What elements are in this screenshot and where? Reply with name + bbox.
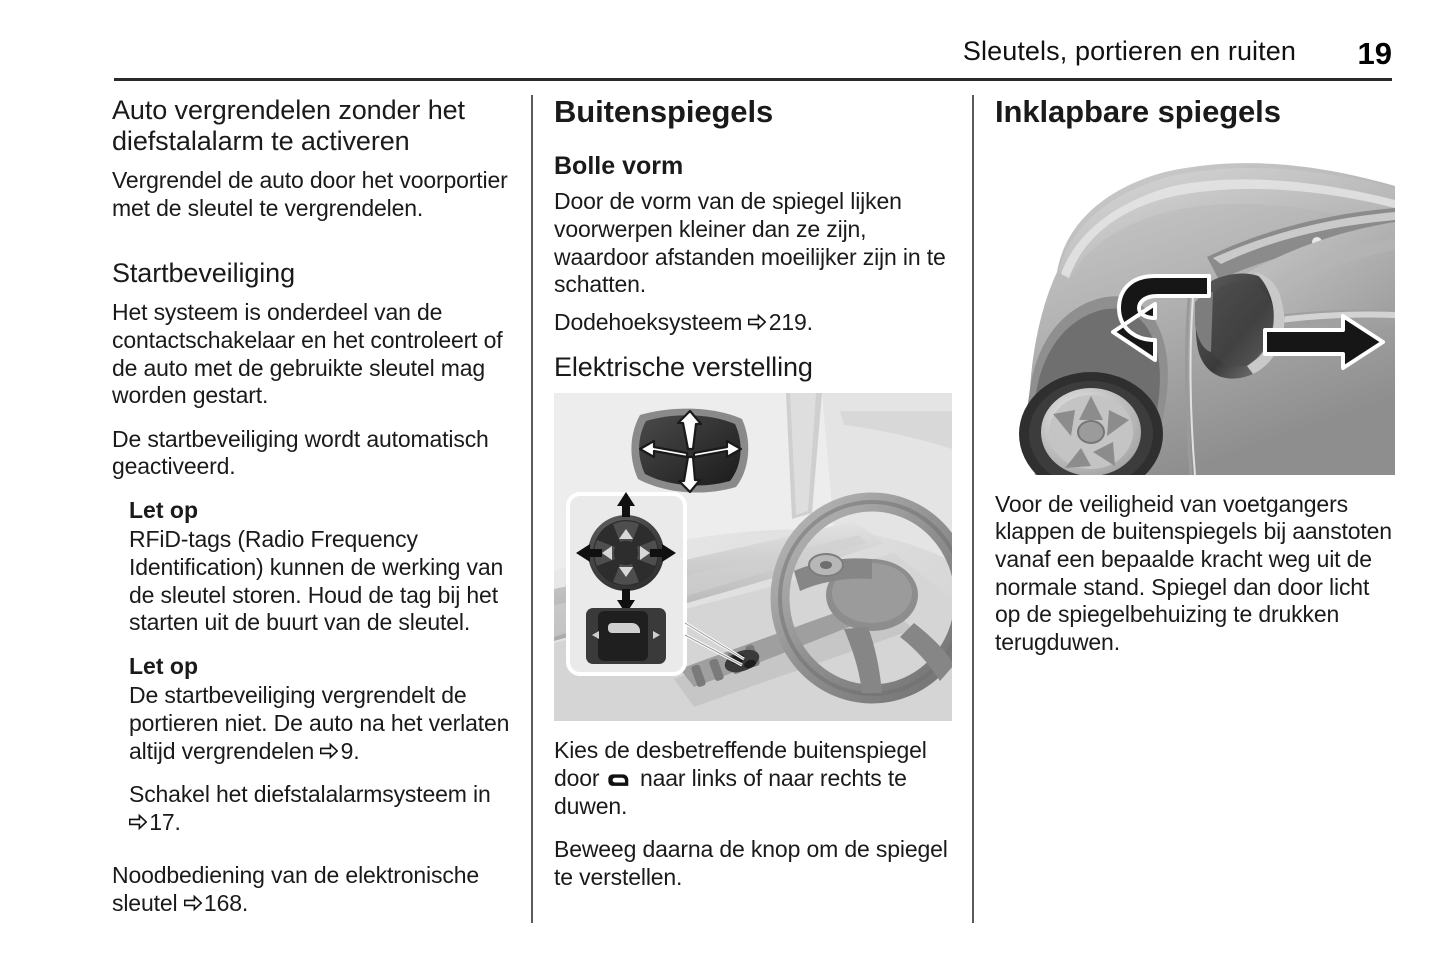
- note-body: RFiD-tags (Radio Frequency Identificatio…: [129, 526, 504, 636]
- para-convex-description: Door de vorm van de spiegel lijken voorw…: [554, 188, 946, 298]
- para-text: Noodbediening van de elektronische sleut…: [112, 862, 479, 917]
- right-arrow-reference-icon: [748, 313, 767, 331]
- para-immobiliser-auto-activate: De startbeveiliging wordt automatisch ge…: [112, 425, 489, 480]
- note-rfid: Let op RFiD-tags (Radio Frequency Identi…: [112, 497, 512, 637]
- column-one: Auto vergrendelen zonder het diefstalala…: [112, 95, 512, 934]
- note-title: Let op: [129, 496, 198, 523]
- note-body-text: Schakel het diefstalalarmsysteem in: [129, 781, 491, 808]
- caption-move-knob: Beweeg daarna de knop om de spiegel te v…: [554, 836, 948, 890]
- note-body: Schakel het diefstalalarmsysteem in 17.: [129, 781, 512, 836]
- caption-text: Kies de desbetreffende buitenspiegel doo…: [554, 737, 927, 792]
- page-number: 19: [1357, 36, 1392, 71]
- para-page-ref: 219.: [768, 308, 813, 335]
- para-folding-mirror-safety: Voor de veiligheid van voetgangers klapp…: [995, 490, 1392, 655]
- running-header: Sleutels, portieren en ruiten 19: [114, 38, 1392, 84]
- page-title: Sleutels, portieren en ruiten: [962, 36, 1296, 66]
- heading-electric-adjustment: Elektrische verstelling: [554, 352, 813, 383]
- para-lock-with-key: Vergrendel de auto door het voorportier …: [112, 167, 508, 221]
- chapter-title-exterior-mirrors: Buitenspiegels: [554, 94, 774, 129]
- heading-lock-without-alarm: Auto vergrendelen zonder het diefstalala…: [112, 95, 465, 157]
- note-title: Let op: [129, 652, 198, 679]
- three-column-body: Auto vergrendelen zonder het diefstalala…: [0, 94, 1445, 935]
- column-three: Inklapbare spiegels: [995, 94, 1395, 672]
- folding-mirror-illustration: [995, 151, 1395, 475]
- spacer: [112, 854, 512, 862]
- mirror-adjust-control-illustration: [554, 393, 952, 722]
- note-body-text: De startbeveiliging vergrendelt de porti…: [129, 682, 510, 764]
- caption-select-mirror: Kies de desbetreffende buitenspiegel doo…: [554, 737, 954, 820]
- right-arrow-reference-icon: [129, 813, 147, 831]
- para-immobiliser-description: Het systeem is onderdeel van de contacts…: [112, 299, 503, 409]
- right-arrow-reference-icon: [320, 742, 339, 760]
- note-body: De startbeveiliging vergrendelt de porti…: [129, 682, 512, 765]
- note-doors-not-locked: Let op De startbeveiliging vergrendelt d…: [112, 653, 512, 765]
- note-body-page-ref: 17.: [149, 808, 181, 835]
- column-divider-2: [972, 95, 974, 923]
- para-blind-spot-ref: Dodehoeksysteem 219.: [554, 309, 954, 337]
- right-arrow-reference-icon: [183, 894, 202, 912]
- heading-convex-shape: Bolle vorm: [554, 151, 684, 180]
- note-body-page-ref: 9.: [340, 737, 360, 764]
- mirror-selector-switch-icon: [608, 773, 631, 787]
- para-emergency-key-operation: Noodbediening van de elektronische sleut…: [112, 862, 512, 917]
- header-divider-rule: [114, 78, 1392, 81]
- column-divider-1: [531, 95, 533, 923]
- chapter-title-folding-mirrors: Inklapbare spiegels: [995, 94, 1281, 129]
- column-two: Buitenspiegels Bolle vorm Door de vorm v…: [554, 94, 954, 907]
- note-enable-alarm: Schakel het diefstalalarmsysteem in 17.: [112, 781, 512, 836]
- para-page-ref: 168.: [203, 890, 249, 917]
- heading-immobiliser: Startbeveiliging: [112, 258, 296, 289]
- spacer: [112, 238, 512, 258]
- para-text: Dodehoeksysteem: [554, 308, 749, 335]
- caption-text-post: naar links of naar rechts te duwen.: [554, 765, 907, 819]
